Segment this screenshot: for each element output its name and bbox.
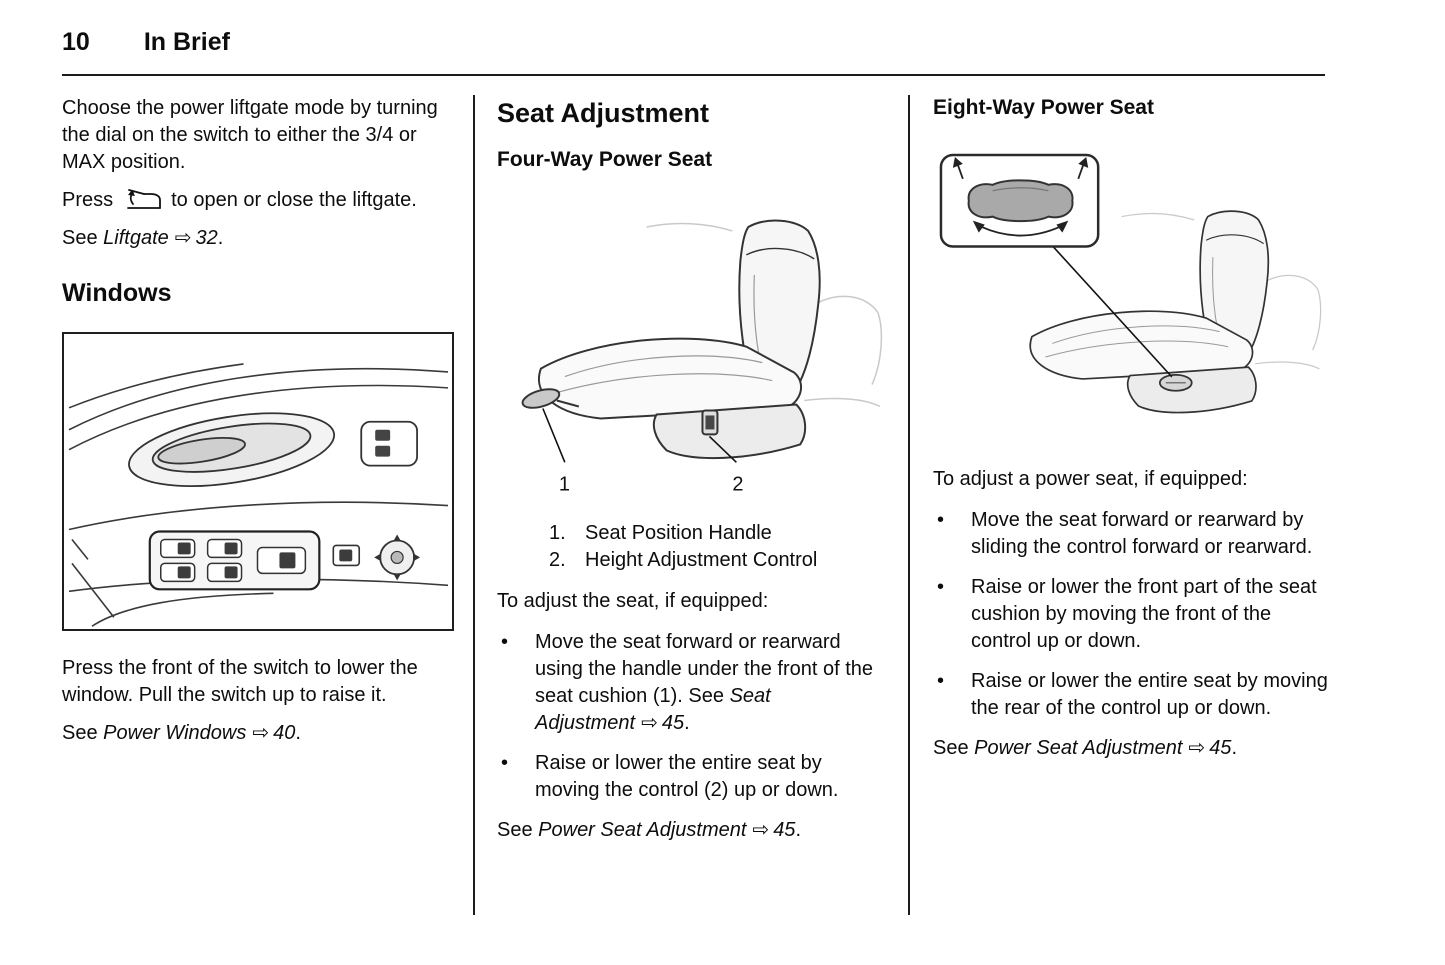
reference-period: . — [217, 227, 224, 249]
see-power-windows-reference: See Power Windows⇨40. — [62, 720, 454, 747]
four-way-seat-figure: 1 2 — [497, 213, 885, 512]
reference-title: Power Seat Adjustment — [974, 737, 1183, 760]
window-switches-illustration — [68, 363, 449, 627]
windows-heading: Windows — [62, 279, 172, 307]
header-rule — [62, 74, 1325, 76]
four-way-bullet-list: • Move the seat forward or rearward usin… — [497, 629, 885, 804]
eight-way-seat-illustration — [939, 153, 1322, 414]
window-switch-figure — [62, 332, 454, 632]
column-middle: Seat Adjustment Four-Way Power Seat — [497, 95, 885, 855]
reference-page: 45 — [1209, 737, 1232, 760]
reference-arrow-icon: ⇨ — [252, 722, 270, 745]
bullet-marker: • — [501, 752, 509, 775]
press-label: Press — [62, 189, 114, 211]
reference-period: . — [795, 819, 801, 842]
legend-label: Seat Position Handle — [585, 522, 772, 545]
see-word: See — [933, 737, 975, 760]
reference-arrow-icon: ⇨ — [641, 712, 658, 735]
press-label-suffix: to open or close the liftgate. — [171, 189, 417, 211]
column-divider-right — [908, 95, 910, 915]
reference-arrow-icon: ⇨ — [752, 819, 770, 842]
reference-page: 32 — [195, 227, 218, 249]
bullet-body: Raise or lower the entire seat by moving… — [535, 752, 839, 802]
see-power-seat-adjustment-reference: See Power Seat Adjustment⇨45. — [933, 735, 1331, 762]
bullet-marker: • — [937, 670, 945, 693]
four-way-seat-illustration: 1 2 — [521, 219, 883, 495]
figure-legend: 1. Seat Position Handle 2. Height Adjustme… — [497, 520, 885, 574]
figure-callout-2: 2 — [732, 473, 743, 495]
reference-page: 45 — [773, 819, 796, 842]
legend-item: 2. Height Adjustment Control — [549, 547, 885, 574]
bullet-item: • Move the seat forward or rearward by s… — [933, 507, 1331, 561]
paragraph-press-liftgate: Press to open or close the liftgate. — [62, 187, 454, 214]
page-header: 10 In Brief — [62, 28, 230, 57]
legend-label: Height Adjustment Control — [585, 549, 818, 572]
see-power-seat-adjustment-reference: See Power Seat Adjustment⇨45. — [497, 817, 885, 844]
reference-title: Seat Adjustment — [535, 685, 771, 735]
reference-arrow-icon: ⇨ — [1188, 737, 1206, 760]
bullet-body: Move the seat forward or rearward using … — [535, 631, 874, 708]
page-number: 10 — [62, 28, 90, 56]
bullet-marker: • — [937, 509, 945, 532]
bullet-text: Move the seat forward or rearward by sli… — [971, 509, 1313, 559]
bullet-item: • Raise or lower the front part of the s… — [933, 574, 1331, 655]
reference-period: . — [1231, 737, 1237, 760]
adjust-seat-intro: To adjust the seat, if equipped: — [497, 590, 769, 613]
eight-way-bullet-list: • Move the seat forward or rearward by s… — [933, 507, 1331, 722]
eight-way-power-seat-heading: Eight-Way Power Seat — [933, 96, 1154, 119]
reference-page: 45 — [661, 712, 685, 735]
bullet-item: • Raise or lower the entire seat by movi… — [933, 668, 1331, 722]
see-word: See — [62, 227, 104, 249]
reference-period: . — [684, 712, 690, 735]
seat-adjustment-heading: Seat Adjustment — [497, 98, 710, 128]
reference-title: Power Seat Adjustment — [538, 819, 747, 842]
bullet-text: Raise or lower the front part of the sea… — [971, 576, 1317, 653]
bullet-text: Move the seat forward or rearward using … — [535, 629, 885, 737]
adjust-power-seat-intro: To adjust a power seat, if equipped: — [933, 468, 1248, 491]
bullet-text: Raise or lower the entire seat by moving… — [535, 750, 885, 804]
legend-number: 1. — [549, 522, 566, 545]
reference-title: Power Windows — [103, 722, 247, 745]
paragraph-window-switch: Press the front of the switch to lower t… — [62, 657, 418, 707]
bullet-marker: • — [501, 631, 509, 654]
eight-way-seat-figure — [933, 149, 1331, 462]
reference-period: . — [295, 722, 301, 745]
section-title: In Brief — [143, 28, 230, 56]
see-liftgate-reference: See Liftgate⇨32. — [62, 225, 454, 252]
reference-arrow-icon: ⇨ — [174, 227, 192, 249]
paragraph-liftgate-mode: Choose the power liftgate mode by turnin… — [62, 97, 438, 173]
reference-title: Liftgate — [103, 227, 169, 249]
bullet-item: • Raise or lower the entire seat by movi… — [497, 750, 885, 804]
see-word: See — [62, 722, 104, 745]
legend-item: 1. Seat Position Handle — [549, 520, 885, 547]
reference-page: 40 — [273, 722, 296, 745]
legend-number: 2. — [549, 549, 566, 572]
column-right: Eight-Way Power Seat — [933, 95, 1331, 773]
bullet-text: Raise or lower the entire seat by moving… — [971, 670, 1328, 720]
figure-callout-1: 1 — [559, 473, 570, 495]
bullet-item: • Move the seat forward or rearward usin… — [497, 629, 885, 737]
column-left: Choose the power liftgate mode by turnin… — [62, 95, 454, 758]
see-word: See — [497, 819, 539, 842]
four-way-power-seat-heading: Four-Way Power Seat — [497, 148, 713, 171]
liftgate-icon — [127, 189, 162, 209]
bullet-marker: • — [937, 576, 945, 599]
column-divider-left — [473, 95, 475, 915]
